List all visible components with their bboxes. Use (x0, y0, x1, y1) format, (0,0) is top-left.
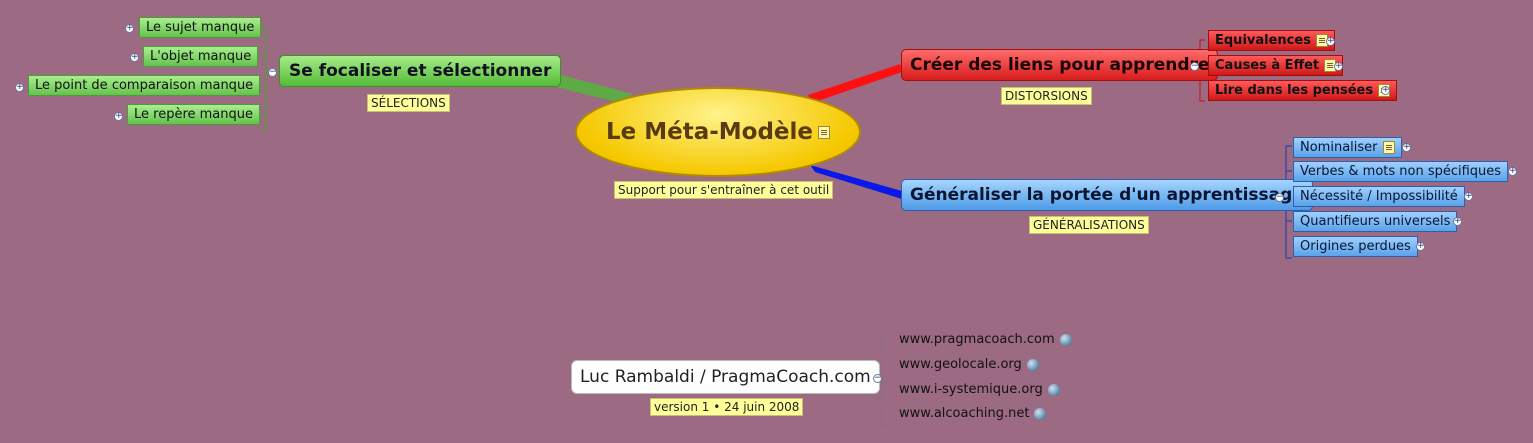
globe-icon[interactable] (1034, 407, 1047, 420)
collapse-toggle-selections[interactable]: − (268, 67, 277, 77)
subtopic-sujet-label: Le sujet manque (146, 20, 255, 35)
expand-toggle-nominaliser[interactable]: + (1402, 142, 1411, 152)
subtopic-verbes[interactable]: Verbes & mots non spécifiques (1293, 161, 1509, 182)
collapse-toggle-distorsions[interactable]: − (1190, 61, 1199, 71)
topic-distorsions[interactable]: Créer des liens pour apprendre (901, 49, 1219, 81)
subtopic-necessite-label: Nécessité / Impossibilité (1300, 189, 1458, 204)
topic-distorsions-label: DISTORSIONS (1001, 87, 1092, 105)
central-topic[interactable]: Le Méta-Modèle (575, 87, 861, 177)
expand-toggle-comparaison[interactable]: + (15, 82, 24, 92)
subtopic-nominaliser[interactable]: Nominaliser (1293, 137, 1402, 158)
link-geolocale-label[interactable]: www.geolocale.org (899, 357, 1022, 372)
bracket-author (881, 332, 888, 427)
subtopic-pensees[interactable]: Lire dans les pensées (1208, 80, 1398, 101)
globe-icon[interactable] (1047, 383, 1060, 396)
topic-generalisations-label: GÉNÉRALISATIONS (1029, 216, 1149, 234)
subtopic-verbes-label: Verbes & mots non spécifiques (1300, 164, 1502, 179)
expand-toggle-pensees[interactable]: + (1381, 85, 1390, 95)
subtopic-origines-label: Origines perdues (1300, 239, 1411, 254)
subtopic-objet-label: L'objet manque (150, 49, 252, 64)
subtopic-repere[interactable]: Le repère manque (127, 104, 260, 125)
subtopic-sujet[interactable]: Le sujet manque (139, 17, 262, 38)
central-title: Le Méta-Modèle (605, 119, 814, 145)
subtopic-quantifieurs-label: Quantifieurs universels (1300, 214, 1451, 229)
author-title: Luc Rambaldi / PragmaCoach.com (580, 367, 871, 387)
subtopic-pensees-label: Lire dans les pensées (1215, 83, 1374, 98)
link-isystemique-label[interactable]: www.i-systemique.org (899, 382, 1043, 397)
subtopic-comparaison[interactable]: Le point de comparaison manque (28, 75, 261, 96)
topic-distorsions-title: Créer des liens pour apprendre (910, 55, 1210, 75)
subtopic-nominaliser-label: Nominaliser (1300, 140, 1378, 155)
link-central-red (808, 64, 902, 103)
globe-icon[interactable] (1026, 358, 1039, 371)
link-isystemique[interactable]: www.i-systemique.org (899, 382, 1060, 397)
link-geolocale[interactable]: www.geolocale.org (899, 357, 1039, 372)
topic-generalisations[interactable]: Généraliser la portée d'un apprentissage (901, 179, 1313, 211)
topic-selections-title: Se focaliser et sélectionner (289, 61, 552, 81)
subtopic-causes-label: Causes à Effet (1215, 58, 1320, 73)
note-icon[interactable] (818, 125, 831, 139)
subtopic-repere-label: Le repère manque (134, 107, 253, 122)
subtopic-necessite[interactable]: Nécessité / Impossibilité (1293, 186, 1465, 207)
bracket-left (262, 28, 267, 130)
topic-selections-label: SÉLECTIONS (367, 94, 450, 112)
expand-toggle-quantifieurs[interactable]: + (1453, 216, 1462, 226)
subtopic-comparaison-label: Le point de comparaison manque (35, 78, 254, 93)
collapse-toggle-author[interactable]: − (873, 373, 882, 383)
link-central-blue (810, 165, 902, 199)
link-pragmacoach-label[interactable]: www.pragmacoach.com (899, 332, 1055, 347)
subtopic-equivalences[interactable]: Equivalences (1208, 30, 1335, 51)
expand-toggle-necessite[interactable]: + (1464, 191, 1473, 201)
topic-selections[interactable]: Se focaliser et sélectionner (279, 55, 562, 87)
note-icon[interactable] (1382, 141, 1395, 154)
author-topic[interactable]: Luc Rambaldi / PragmaCoach.com (571, 360, 880, 394)
subtopic-equivalences-label: Equivalences (1215, 33, 1311, 48)
expand-toggle-objet[interactable]: + (130, 52, 139, 62)
collapse-toggle-generalisations[interactable]: − (1275, 192, 1284, 202)
link-pragmacoach[interactable]: www.pragmacoach.com (899, 332, 1072, 347)
expand-toggle-sujet[interactable]: + (125, 23, 134, 33)
subtopic-causes[interactable]: Causes à Effet (1208, 55, 1344, 76)
central-label: Support pour s'entraîner à cet outil (614, 181, 834, 199)
globe-icon[interactable] (1059, 333, 1072, 346)
expand-toggle-verbes[interactable]: + (1508, 166, 1517, 176)
expand-toggle-origines[interactable]: + (1416, 241, 1425, 251)
link-alcoaching-label[interactable]: www.alcoaching.net (899, 406, 1030, 421)
link-alcoaching[interactable]: www.alcoaching.net (899, 406, 1047, 421)
subtopic-quantifieurs[interactable]: Quantifieurs universels (1293, 211, 1458, 232)
expand-toggle-causes[interactable]: + (1334, 61, 1343, 71)
expand-toggle-repere[interactable]: + (114, 111, 123, 121)
subtopic-objet[interactable]: L'objet manque (143, 46, 259, 67)
subtopic-origines[interactable]: Origines perdues (1293, 236, 1418, 257)
author-label: version 1 • 24 juin 2008 (650, 398, 804, 416)
expand-toggle-equivalences[interactable]: + (1326, 36, 1335, 46)
topic-generalisations-title: Généraliser la portée d'un apprentissage (910, 185, 1304, 205)
